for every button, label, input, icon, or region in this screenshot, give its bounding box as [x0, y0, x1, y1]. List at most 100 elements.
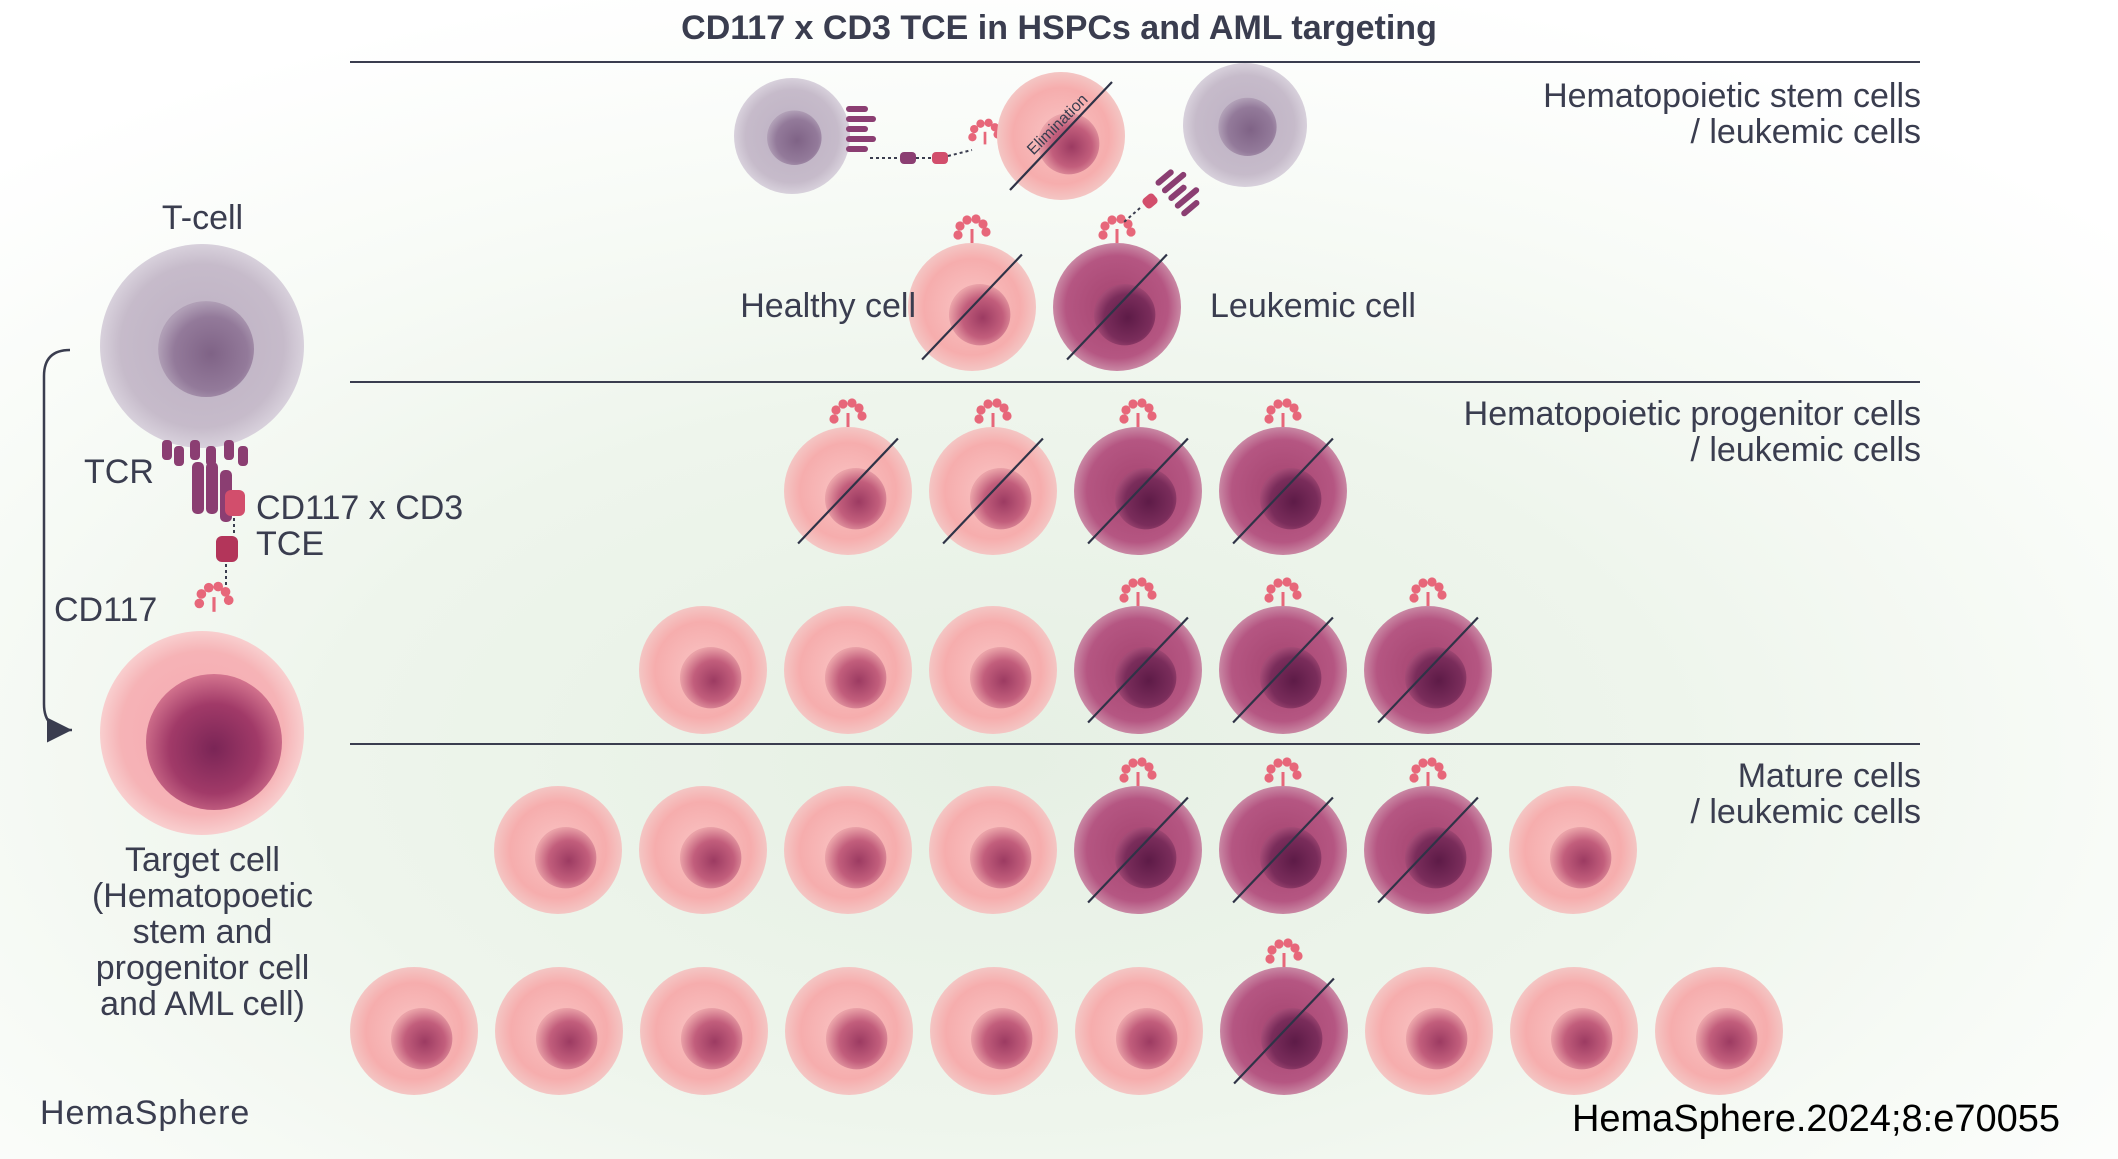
leukemic-cell-progenitor-1-4 [1219, 398, 1347, 555]
leukemic-cell-mature-1-7 [1364, 757, 1492, 914]
cd117-receptor-icon [1119, 398, 1157, 427]
target-cell-label: Target cell (Hematopoetic stem and proge… [50, 842, 355, 1022]
healthy-cell-label: Healthy cell [740, 287, 916, 325]
t-cell-main [100, 244, 304, 448]
citation: HemaSphere.2024;8:e70055 [1571, 1098, 2060, 1140]
tce-label-line1: CD117 x CD3 [256, 489, 464, 527]
eliminated-slash [1233, 977, 1335, 1085]
journal-logo-text: HemaSphere [40, 1094, 251, 1132]
tce-linker-top-right-icon [1123, 193, 1158, 223]
healthy-cell-stem-1 [908, 214, 1036, 371]
healthy-cell-progenitor-1-2 [929, 398, 1057, 555]
eliminated-slash [1009, 81, 1113, 191]
target-cell-main [100, 631, 304, 835]
healthy-cell-body [639, 606, 767, 734]
cd117-receptor-icon [1264, 398, 1302, 427]
cd117-receptor-icon [1119, 577, 1157, 606]
cells-layer [350, 214, 1783, 1095]
healthy-cell-mature-1-2 [639, 786, 767, 914]
healthy-cell-progenitor-2-1 [639, 606, 767, 734]
healthy-cell-body [494, 786, 622, 914]
target-cell-label-line3: stem and [132, 913, 273, 951]
healthy-cell-body [784, 606, 912, 734]
t-cell-label: T-cell [161, 199, 244, 237]
healthy-cell-mature-2-3 [640, 967, 768, 1095]
leukemic-cell-progenitor-2-5 [1219, 577, 1347, 734]
leukemic-cell-mature-2-7 [1220, 938, 1348, 1095]
healthy-cell-body [350, 967, 478, 1095]
stem-interaction-layer: Elimination [734, 63, 1307, 223]
cd117-receptor-icon [953, 214, 991, 243]
healthy-cell-body [495, 967, 623, 1095]
progenitor-section-label: Hematopoietic progenitor cells / leukemi… [1464, 396, 1921, 468]
healthy-cell-body [639, 786, 767, 914]
target-cell-label-line1: Target cell [125, 841, 280, 879]
healthy-cell-mature-1-1 [494, 786, 622, 914]
healthy-cell-body [930, 967, 1058, 1095]
cd117-receptor-top-icon [968, 118, 1002, 145]
healthy-cell-mature-2-4 [785, 967, 913, 1095]
tce-label-line2: TCE [256, 525, 324, 563]
eliminated-slash [797, 437, 899, 545]
eliminated-slash [1232, 616, 1334, 724]
tce-linker-top-icon [870, 149, 973, 164]
stem-section-label-line2: / leukemic cells [1690, 113, 1921, 151]
eliminated-slash [1377, 616, 1479, 724]
healthy-cell-progenitor-2-3 [929, 606, 1057, 734]
tcr-cluster-top-right-icon [1155, 169, 1200, 217]
cd117-receptor-icon [1264, 577, 1302, 606]
eliminated-slash [1377, 796, 1479, 904]
healthy-cell-body [1509, 786, 1637, 914]
leukemic-cell-progenitor-2-6 [1364, 577, 1492, 734]
healthy-cell-mature-2-6 [1075, 967, 1203, 1095]
healthy-cell-body [929, 606, 1057, 734]
target-cell-label-line4: progenitor cell [95, 949, 310, 987]
eliminated-slash [1087, 796, 1189, 904]
healthy-cell-mature-2-9 [1510, 967, 1638, 1095]
mechanism-panel [100, 244, 304, 835]
eliminated-slash [942, 437, 1044, 545]
leukemic-cell-stem-2 [1053, 214, 1181, 371]
eliminated-slash [1066, 253, 1168, 361]
progenitor-section-label-line2: / leukemic cells [1690, 431, 1921, 469]
mature-section-label: Mature cells / leukemic cells [1690, 758, 1921, 830]
cd117-receptor-icon [829, 398, 867, 427]
healthy-cell-progenitor-2-2 [784, 606, 912, 734]
cd117-receptor-icon [1264, 757, 1302, 786]
healthy-cell-body [1655, 967, 1783, 1095]
healthy-cell-mature-2-5 [930, 967, 1058, 1095]
healthy-cell-body [784, 786, 912, 914]
leukemic-cell-label: Leukemic cell [1210, 287, 1416, 325]
eliminated-slash [1232, 437, 1334, 545]
healthy-cell-mature-2-8 [1365, 967, 1493, 1095]
leukemic-cell-progenitor-2-4 [1074, 577, 1202, 734]
stem-section-label-line1: Hematopoietic stem cells [1543, 77, 1921, 115]
healthy-cell-body [929, 786, 1057, 914]
eliminated-slash [1087, 616, 1189, 724]
healthy-cell-body [640, 967, 768, 1095]
leukemic-cell-mature-1-6 [1219, 757, 1347, 914]
stem-section-label: Hematopoietic stem cells / leukemic cell… [1543, 78, 1921, 150]
cd117-label: CD117 [54, 591, 158, 629]
healthy-cell-mature-1-8 [1509, 786, 1637, 914]
healthy-cell-progenitor-1-1 [784, 398, 912, 555]
tcr-cluster-top-left-icon [846, 106, 876, 152]
eliminated-slash [921, 253, 1023, 361]
cd117-receptor-icon [1265, 938, 1303, 967]
healthy-cell-body [1510, 967, 1638, 1095]
healthy-cell-mature-2-2 [495, 967, 623, 1095]
t-cell-top-right [1183, 63, 1307, 187]
cd117-receptor-icon [974, 398, 1012, 427]
cd117-receptor-icon [1098, 214, 1136, 243]
healthy-cell-body [1365, 967, 1493, 1095]
healthy-cell-mature-2-1 [350, 967, 478, 1095]
feedback-arrow [42, 348, 72, 743]
eliminated-slash [1232, 796, 1334, 904]
healthy-cell-body [785, 967, 913, 1095]
tce-label: CD117 x CD3 TCE [256, 490, 463, 562]
cd117-receptor-icon [1119, 757, 1157, 786]
healthy-cell-mature-2-10 [1655, 967, 1783, 1095]
mature-section-label-line2: / leukemic cells [1690, 793, 1921, 831]
